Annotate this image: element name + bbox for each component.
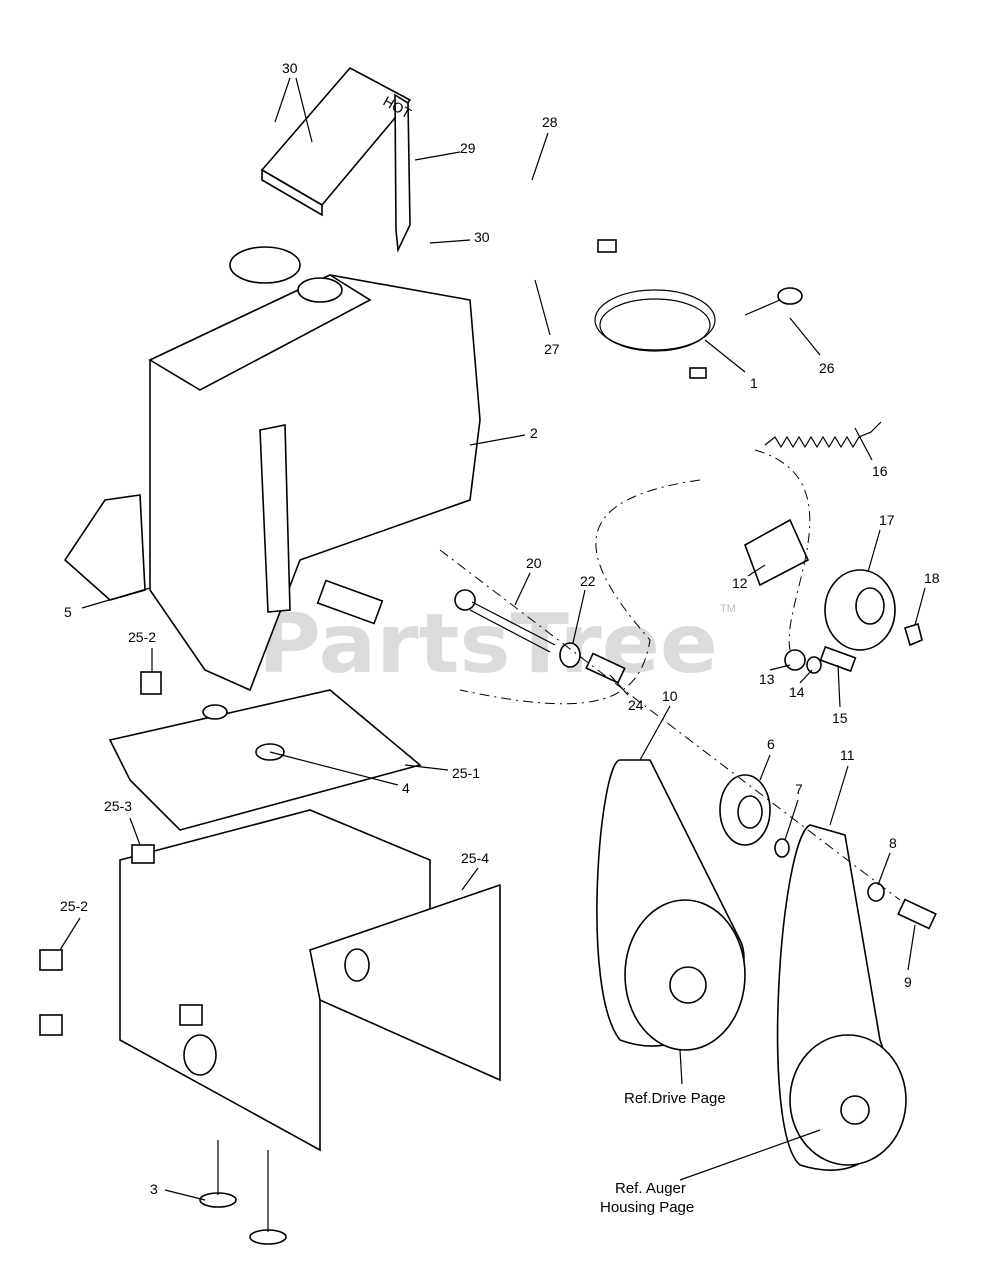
reference-notes: Ref.Drive Page Ref. Auger Housing Page <box>600 1090 726 1216</box>
label-10: 10 <box>662 688 678 704</box>
label-29: 29 <box>460 140 476 156</box>
label-6: 6 <box>767 736 775 752</box>
label-20: 20 <box>526 555 542 571</box>
label-16: 16 <box>872 463 888 479</box>
ref-drive-page: Ref.Drive Page <box>624 1090 726 1107</box>
label-8: 8 <box>889 835 897 851</box>
label-30b: 30 <box>474 229 490 245</box>
label-25-2a: 25-2 <box>128 629 156 645</box>
part-number-labels: 30 29 30 28 27 1 26 2 16 17 12 18 20 22 … <box>60 60 940 1197</box>
svg-text:PartsTree: PartsTree <box>258 597 718 692</box>
idler-assembly <box>744 518 923 674</box>
shaft-hardware <box>454 589 626 684</box>
label-18: 18 <box>924 570 940 586</box>
ref-auger-line1: Ref. Auger <box>615 1180 686 1197</box>
label-15: 15 <box>832 710 848 726</box>
label-24: 24 <box>628 697 644 713</box>
label-26: 26 <box>819 360 835 376</box>
label-27: 27 <box>544 341 560 357</box>
label-11: 11 <box>840 747 855 763</box>
key <box>744 287 803 316</box>
label-25-1: 25-1 <box>452 765 480 781</box>
ignition-cable <box>594 239 716 379</box>
label-25-4: 25-4 <box>461 850 489 866</box>
label-25-2b: 25-2 <box>60 898 88 914</box>
svg-text:TM: TM <box>720 603 736 615</box>
spring <box>764 421 882 449</box>
bolts <box>39 671 287 1245</box>
drive-belt-and-pulleys <box>596 759 937 1171</box>
label-3: 3 <box>150 1181 158 1197</box>
center-lines <box>439 449 901 901</box>
partstree-watermark: PartsTree TM <box>258 597 736 692</box>
engine <box>63 246 481 692</box>
label-17: 17 <box>879 512 895 528</box>
label-5: 5 <box>64 604 72 620</box>
label-12: 12 <box>732 575 748 591</box>
label-9: 9 <box>904 974 912 990</box>
heat-shield: HOT <box>260 66 414 253</box>
label-22: 22 <box>580 573 596 589</box>
label-7: 7 <box>795 781 803 797</box>
label-28: 28 <box>542 114 558 130</box>
frame <box>119 809 501 1152</box>
label-25-3: 25-3 <box>104 798 132 814</box>
label-13: 13 <box>759 671 775 687</box>
label-14: 14 <box>789 684 805 700</box>
ref-auger-line2: Housing Page <box>600 1199 694 1216</box>
leader-lines <box>59 77 926 1201</box>
mounting-plate <box>108 689 422 831</box>
label-1: 1 <box>750 375 758 391</box>
label-2: 2 <box>530 425 538 441</box>
label-4: 4 <box>402 780 410 796</box>
label-30a: 30 <box>282 60 298 76</box>
